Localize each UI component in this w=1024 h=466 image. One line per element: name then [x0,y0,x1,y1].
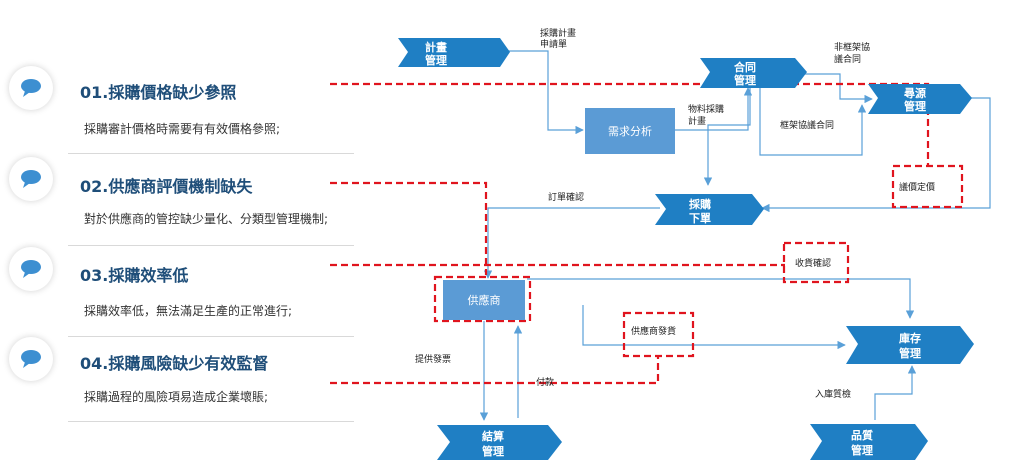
label-purchase-request-2: 申請單 [540,38,567,50]
svg-text:管理: 管理 [904,99,926,113]
problem-line-4 [330,356,660,385]
label-material-plan-2: 計畫 [688,115,706,127]
divider [68,421,354,422]
node-inventory: 庫存 管理 [846,326,974,364]
chat-bubble-icon [9,247,53,291]
svg-text:結算: 結算 [482,429,504,443]
svg-text:需求分析: 需求分析 [608,124,652,138]
chat-bubble-icon [9,337,53,381]
svg-text:計畫: 計畫 [425,40,447,54]
label-inbound-qc: 入庫質檢 [815,388,851,400]
supplier-highlight [433,275,532,323]
node-contract: 合同 管理 [700,58,807,88]
svg-text:管理: 管理 [425,53,447,67]
flow-line-plan-demand [500,50,584,135]
svg-text:庫存: 庫存 [899,331,921,345]
svg-text:管理: 管理 [851,443,873,457]
flow-line-supplier-receipt [527,278,915,319]
svg-text:管理: 管理 [899,346,921,360]
svg-text:合同: 合同 [734,60,756,74]
issue-desc: 採購審計價格時需要有有效價格參照; [84,122,281,136]
flow-line-quality-inventory [874,365,917,420]
issue-desc: 對於供應商的管控缺少量化、分類型管理機制; [84,212,329,226]
issue-list: 01.採購價格缺少參照 採購審計價格時需要有有效價格參照; 02.供應商評價機制… [0,0,370,466]
svg-text:管理: 管理 [482,444,504,458]
problem-line-1 [330,82,930,90]
issue-desc: 採購效率低，無法滿足生產的正常進行; [84,304,293,318]
svg-text:下單: 下單 [689,212,711,225]
node-order: 採購 下單 [655,194,764,225]
node-plan: 計畫 管理 [398,38,510,67]
flow-line-contract-framework [759,88,867,156]
label-non-framework: 非框架協 [834,41,870,53]
flow-line-demand-contract [675,87,753,131]
label-invoice: 提供發票 [415,353,451,365]
label-framework: 框架協議合同 [780,119,834,131]
svg-text:採購: 採購 [689,197,711,211]
svg-text:供應商: 供應商 [468,293,501,307]
label-material-plan: 物料採購 [688,103,724,115]
svg-text:管理: 管理 [734,73,756,87]
issue-title: 02.供應商評價機制缺失 [80,177,253,196]
node-quality: 品質 管理 [810,424,928,460]
node-demand-analysis: 需求分析 [585,108,675,154]
label-price-setting: 議價定價 [899,181,935,193]
svg-text:尋源: 尋源 [904,86,926,100]
label-purchase-request: 採購計畫 [540,27,576,39]
label-payment: 付款 [536,376,554,388]
node-supplier: 供應商 [443,280,525,320]
label-order-confirm: 訂單確認 [548,191,584,203]
issue-desc: 採購過程的風險項易造成企業壞賬; [84,390,269,404]
issue-title: 01.採購價格缺少參照 [80,83,237,102]
divider [68,336,354,337]
issue-title: 03.採購效率低 [80,266,189,285]
issue-title: 04.採購風險缺少有效監督 [80,354,269,373]
flow-line-sourcing-order [761,97,991,213]
flow-line-order-supplier [483,207,660,279]
problem-line-2 [330,181,488,275]
flow-line-supplier-inventory [582,305,846,350]
divider [68,153,354,154]
receipt-confirm-highlight [782,241,850,284]
svg-text:品質: 品質 [851,428,873,442]
chat-bubble-icon [9,157,53,201]
price-setting-highlight [891,164,964,209]
label-receipt-confirm: 收貨確認 [795,257,831,269]
label-non-framework-2: 議合同 [834,53,861,65]
node-sourcing: 尋源 管理 [868,84,972,114]
label-supplier-ship: 供應商發貨 [631,325,676,337]
node-settlement: 結算 管理 [437,425,562,460]
divider [68,245,354,246]
supplier-ship-highlight [622,311,695,358]
chat-bubble-icon [9,66,53,110]
flow-line-contract-order [703,88,751,186]
